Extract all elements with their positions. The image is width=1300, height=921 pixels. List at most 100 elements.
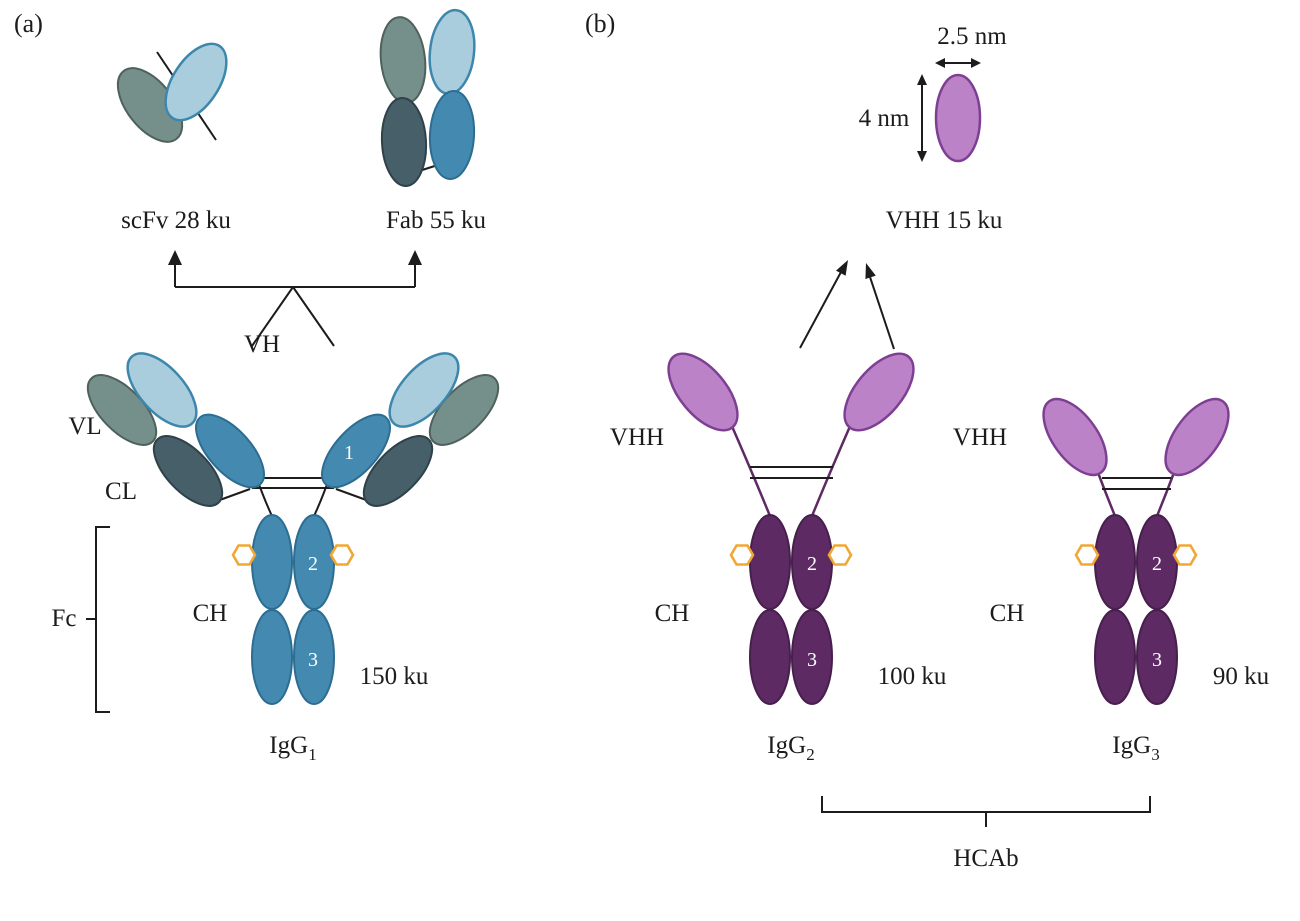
fab-arrowhead (408, 250, 422, 265)
igg1-ch-label: CH (193, 600, 228, 627)
igg2-to-vhh-arrow-line (799, 271, 842, 349)
scfv-vh-domain (164, 42, 228, 122)
fab-ch1-domain (428, 90, 476, 180)
igg2-name-label: IgG2 (767, 732, 814, 764)
fab-label: Fab 55 ku (386, 207, 487, 234)
igg2-molecule: 2 3 (667, 352, 915, 705)
fab-cl-domain (380, 97, 428, 187)
igg3-ch-label: CH (990, 600, 1025, 627)
igg3-name-subscript: 3 (1151, 745, 1160, 764)
igg3-vhh-label: VHH (953, 424, 1007, 451)
igg2-left-glycan-icon (729, 544, 755, 566)
igg3-left-glycan-icon (1074, 544, 1100, 566)
igg2-left-ch2-domain (749, 514, 791, 610)
igg3-right-hinge-curve (1155, 469, 1177, 517)
igg1-right-glycan-icon (329, 544, 355, 566)
igg3-mass-label: 90 ku (1213, 663, 1270, 690)
fragment-branch-arrows (168, 250, 422, 347)
igg3-right-vhh-domain (1164, 397, 1230, 477)
igg1-left-disulfide-line (216, 488, 251, 502)
igg1-left-ch2-domain (251, 514, 293, 610)
vhh-derivation-arrows (799, 260, 895, 350)
fab-vl-domain (379, 16, 427, 104)
igg2-to-vhh-arrowhead (836, 260, 848, 276)
igg1-left-ch1-domain (195, 413, 265, 489)
igg3-left-ch3-domain (1094, 609, 1136, 705)
igg3-molecule: 2 3 (1042, 397, 1230, 705)
igg3-to-vhh-arrow-line (868, 273, 895, 350)
vhh-width-arrowhead-right (971, 58, 981, 68)
igg2-left-hinge-curve (729, 423, 772, 517)
igg1-ch1-number: 1 (344, 442, 354, 464)
igg2-hinge-lines (750, 466, 833, 479)
igg2-ch3-number: 3 (807, 649, 817, 671)
igg1-mass-label: 150 ku (360, 663, 429, 690)
panel-b-label: (b) (585, 9, 615, 38)
igg3-left-vhh-domain (1042, 397, 1108, 477)
igg2-left-ch3-domain (749, 609, 791, 705)
vhh-width-arrowhead-left (935, 58, 945, 68)
igg3-ch3-number: 3 (1152, 649, 1162, 671)
branch-v-lines (251, 286, 335, 347)
igg3-to-vhh-arrowhead (865, 263, 876, 279)
vhh-domain (934, 73, 982, 163)
igg3-left-hinge-curve (1095, 469, 1117, 517)
igg2-ch-label: CH (655, 600, 690, 627)
igg1-ch2-number: 2 (308, 553, 318, 575)
igg1-name-subscript: 1 (308, 745, 317, 764)
igg1-molecule: 1 2 3 (86, 352, 500, 705)
igg1-name-base: IgG (269, 732, 308, 759)
igg3-hinge-lines (1102, 477, 1171, 490)
panel-b: (b) 2.5 nm 4 nm VHH 15 ku (585, 9, 1270, 872)
fc-bracket (86, 526, 110, 713)
igg2-ch2-number: 2 (807, 553, 817, 575)
igg1-left-vh-domain (126, 352, 198, 428)
scfv-fragment (116, 42, 228, 143)
igg3-left-ch2-domain (1094, 514, 1136, 610)
igg3-name-base: IgG (1112, 732, 1151, 759)
fc-label: Fc (52, 605, 77, 632)
panel-a-label: (a) (14, 9, 43, 38)
igg1-right-ch1-domain (321, 413, 391, 489)
vhh-mass-label: VHH 15 ku (886, 207, 1003, 234)
igg1-left-ch3-domain (251, 609, 293, 705)
panel-a: (a) scFv 28 ku Fab 55 ku (14, 8, 500, 764)
igg1-vl-label: VL (68, 413, 101, 440)
igg2-right-glycan-icon (827, 544, 853, 566)
igg2-right-ch3-domain (791, 609, 833, 705)
igg3-right-glycan-icon (1172, 544, 1198, 566)
vhh-height-arrowhead-top (917, 74, 927, 85)
igg2-name-subscript: 2 (806, 745, 815, 764)
scfv-arrowhead (168, 250, 182, 265)
fab-vh-domain (428, 8, 476, 96)
igg1-right-disulfide-line (335, 488, 370, 502)
hcab-bracket-line (821, 796, 1151, 813)
igg1-left-glycan-icon (231, 544, 257, 566)
igg2-right-vhh-domain (843, 352, 915, 432)
igg1-hinge-lines (252, 477, 334, 489)
vhh-width-label: 2.5 nm (937, 23, 1007, 50)
igg2-mass-label: 100 ku (878, 663, 947, 690)
igg1-left-cl-domain (152, 435, 224, 507)
vhh-fragment: 2.5 nm 4 nm (859, 23, 1007, 163)
igg2-name-base: IgG (767, 732, 806, 759)
vhh-height-arrowhead-bottom (917, 151, 927, 162)
fab-fragment (379, 8, 476, 187)
igg3-ch2-number: 2 (1152, 553, 1162, 575)
igg3-name-label: IgG3 (1112, 732, 1159, 764)
igg1-right-vh-domain (388, 352, 460, 428)
igg2-left-vhh-domain (667, 352, 739, 432)
igg3-right-ch3-domain (1136, 609, 1178, 705)
igg1-ch3-number: 3 (308, 649, 318, 671)
igg1-name-label: IgG1 (269, 732, 316, 764)
hcab-label: HCAb (953, 845, 1018, 872)
igg1-vh-label: VH (244, 331, 280, 358)
igg1-right-cl-domain (362, 435, 434, 507)
igg1-right-ch3-domain (293, 609, 335, 705)
igg2-right-hinge-curve (810, 423, 853, 517)
hcab-bracket (821, 796, 1151, 827)
scfv-label: scFv 28 ku (121, 207, 231, 234)
vhh-height-label: 4 nm (859, 105, 910, 132)
